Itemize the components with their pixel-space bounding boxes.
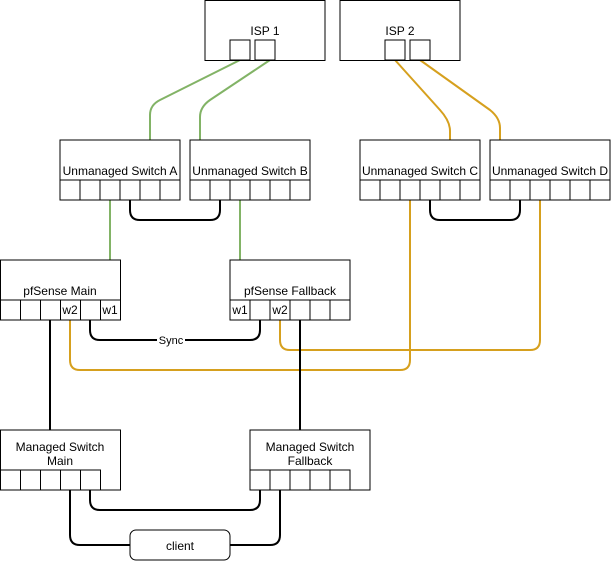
switch-d-port xyxy=(549,179,571,201)
sync-label: Sync xyxy=(159,335,184,347)
pfsense-main-port xyxy=(80,299,101,321)
isp-1-port-1 xyxy=(229,39,251,61)
ms-fallback-port xyxy=(269,469,291,491)
pfsense-fallback[interactable]: pfSense Fallback w1 w2 xyxy=(229,259,351,321)
pfsense-fallback-w1-label: w1 xyxy=(231,303,248,317)
switch-d-port xyxy=(489,179,511,201)
ms-main-label-line-1: Managed Switch xyxy=(16,440,105,454)
pfsense-main[interactable]: pfSense Main w2 w1 xyxy=(0,259,121,321)
switch-a-port xyxy=(159,179,181,201)
unmanaged-switch-c[interactable]: Unmanaged Switch C xyxy=(359,139,481,201)
switch-d-ports xyxy=(489,179,611,201)
ms-main-port xyxy=(60,469,81,491)
switch-c-ports xyxy=(359,179,481,201)
switch-c-label: Unmanaged Switch C xyxy=(362,164,478,178)
client-node[interactable]: client xyxy=(129,529,231,561)
ms-main-port xyxy=(40,469,61,491)
switch-a-port xyxy=(59,179,81,201)
wire-switch-d-pf-fallback xyxy=(279,199,541,351)
switch-c-port xyxy=(439,179,461,201)
ms-fallback-port xyxy=(249,469,271,491)
pfsense-fallback-ports xyxy=(229,299,351,321)
switch-d-port xyxy=(589,179,611,201)
isp-2-port-2 xyxy=(409,39,431,61)
pfsense-main-port xyxy=(20,299,41,321)
pfsense-main-port-w1 xyxy=(100,299,121,321)
switch-d-label: Unmanaged Switch D xyxy=(492,164,608,178)
pfsense-main-w1-label: w1 xyxy=(101,303,118,317)
managed-switch-main[interactable]: Managed Switch Main xyxy=(0,429,121,491)
unmanaged-switch-a[interactable]: Unmanaged Switch A xyxy=(59,139,181,201)
wire-isp2-switch-c xyxy=(394,59,451,183)
switch-b-ports xyxy=(189,179,311,201)
ms-fallback-port xyxy=(309,469,331,491)
wire-isp1-switch-a xyxy=(149,59,241,183)
switch-b-label: Unmanaged Switch B xyxy=(192,164,307,178)
switch-d-port xyxy=(509,179,531,201)
isp-1-port-2 xyxy=(254,39,276,61)
switch-a-label: Unmanaged Switch A xyxy=(63,164,178,178)
ms-main-label-line-2: Main xyxy=(47,454,73,468)
switch-c-port xyxy=(359,179,381,201)
ms-fallback-port xyxy=(289,469,311,491)
switch-c-port xyxy=(379,179,401,201)
isp-2-port-1 xyxy=(384,39,406,61)
ms-main-port xyxy=(80,469,101,491)
wire-ms-main-client xyxy=(69,489,131,546)
wire-ms-main-ms-fallback xyxy=(89,489,261,511)
wire-ms-fallback-client xyxy=(229,489,281,546)
pfsense-main-label: pfSense Main xyxy=(23,284,96,298)
ms-fallback-label-line-2: Fallback xyxy=(288,454,334,468)
pfsense-main-w2-label: w2 xyxy=(61,303,78,317)
pfsense-fallback-label: pfSense Fallback xyxy=(244,284,337,298)
switch-b-port xyxy=(269,179,291,201)
switch-b-port xyxy=(209,179,231,201)
pfsense-main-ports xyxy=(0,299,121,321)
switch-a-port xyxy=(119,179,141,201)
managed-switch-fallback[interactable]: Managed Switch Fallback xyxy=(249,429,371,491)
switch-c-port xyxy=(399,179,421,201)
ms-main-ports xyxy=(0,469,101,491)
switch-c-port xyxy=(459,179,481,201)
wire-switch-c-switch-d xyxy=(429,199,521,221)
ms-fallback-port xyxy=(329,469,351,491)
isp-1-label: ISP 1 xyxy=(250,24,279,38)
switch-b-port xyxy=(189,179,211,201)
pfsense-main-port xyxy=(40,299,61,321)
isp-2-node[interactable]: ISP 2 xyxy=(339,0,461,61)
pfsense-fallback-port xyxy=(249,299,271,321)
wire-isp1-switch-b xyxy=(199,59,271,183)
client-label: client xyxy=(166,539,195,553)
ms-fallback-ports xyxy=(249,469,351,491)
switch-b-port xyxy=(289,179,311,201)
switch-b-port xyxy=(229,179,251,201)
unmanaged-switch-d[interactable]: Unmanaged Switch D xyxy=(489,139,611,201)
pfsense-fallback-w2-label: w2 xyxy=(271,303,288,317)
switch-d-port xyxy=(529,179,551,201)
switch-d-port xyxy=(569,179,591,201)
switch-a-port xyxy=(79,179,101,201)
ms-main-port xyxy=(0,469,21,491)
pfsense-main-port xyxy=(0,299,21,321)
switch-a-ports xyxy=(59,179,181,201)
switch-a-port xyxy=(99,179,121,201)
switch-a-port xyxy=(139,179,161,201)
isp-2-label: ISP 2 xyxy=(385,24,414,38)
unmanaged-switch-b[interactable]: Unmanaged Switch B xyxy=(189,139,311,201)
pfsense-fallback-port xyxy=(329,299,351,321)
pfsense-fallback-port xyxy=(289,299,311,321)
ms-main-port xyxy=(20,469,41,491)
isp-1-node[interactable]: ISP 1 xyxy=(204,0,326,61)
wire-isp2-switch-d xyxy=(419,59,501,183)
pfsense-fallback-port xyxy=(309,299,331,321)
ms-fallback-label-line-1: Managed Switch xyxy=(266,440,355,454)
wire-switch-c-pf-main xyxy=(69,199,411,371)
switch-b-port xyxy=(249,179,271,201)
switch-c-port xyxy=(419,179,441,201)
wire-switch-a-switch-b xyxy=(129,199,221,221)
sync-label-bg xyxy=(157,334,185,347)
